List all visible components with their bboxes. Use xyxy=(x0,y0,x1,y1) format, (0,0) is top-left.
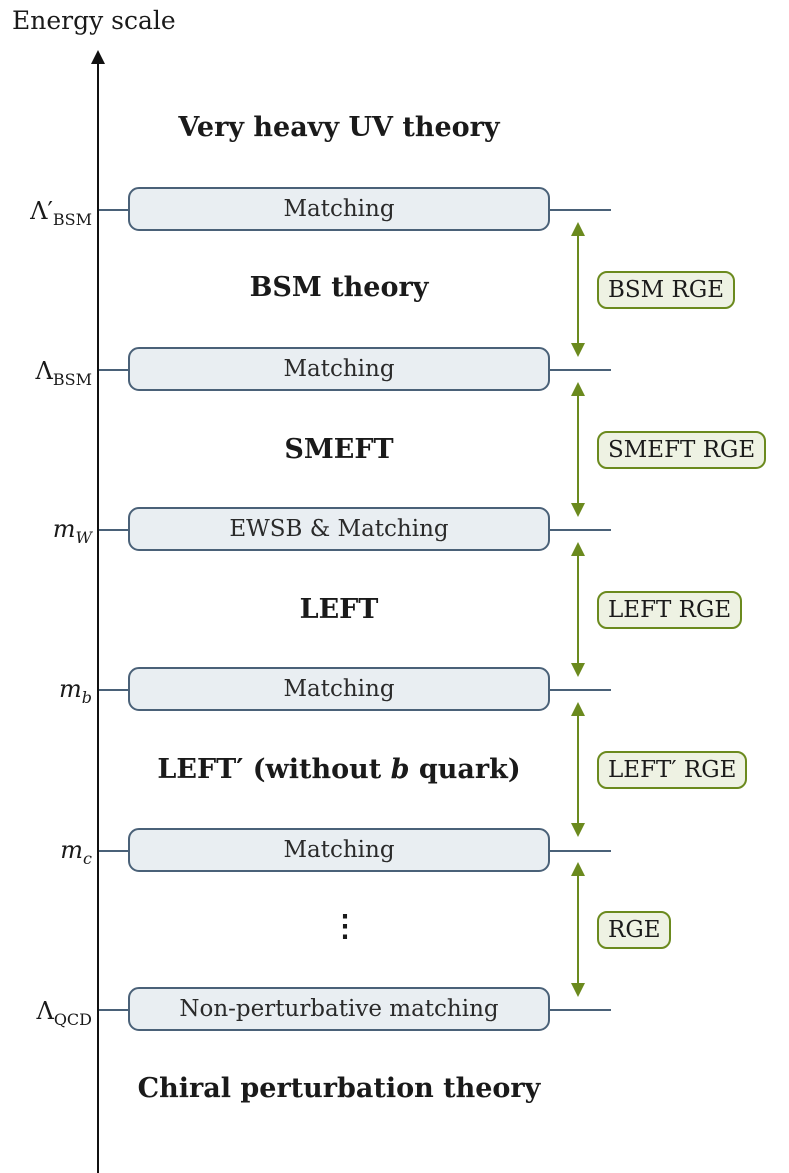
nonperturbative-matching-box-lambda-qcd: Non-perturbative matching xyxy=(128,987,550,1031)
axis-arrowhead xyxy=(91,50,105,64)
energy-axis xyxy=(97,58,99,1173)
ewsb-matching-box-mw: EWSB & Matching xyxy=(128,507,550,551)
theory-label-chiral-pt: Chiral perturbation theory xyxy=(137,1073,541,1104)
rge-label-left: LEFT RGE xyxy=(597,591,743,629)
scale-label-mc: mc xyxy=(60,836,92,868)
scale-label-mw: mW xyxy=(52,515,92,547)
scale-label-lambda-prime-bsm: Λ′BSM xyxy=(30,197,92,229)
rge-label-smeft: SMEFT RGE xyxy=(597,431,767,469)
theory-label-bsm: BSM theory xyxy=(249,272,429,303)
rge-label-left-prime: LEFT′ RGE xyxy=(597,751,748,789)
matching-box-lambda-bsm: Matching xyxy=(128,347,550,391)
theory-label-left: LEFT xyxy=(299,594,379,625)
theory-label-very-heavy-uv: Very heavy UV theory xyxy=(178,112,500,143)
scale-label-lambda-bsm: ΛBSM xyxy=(35,357,92,389)
scale-label-lambda-qcd: ΛQCD xyxy=(36,997,92,1029)
matching-box-mc: Matching xyxy=(128,828,550,872)
scale-label-mb: mb xyxy=(58,675,92,707)
matching-box-lambda-prime-bsm: Matching xyxy=(128,187,550,231)
rge-label-low: RGE xyxy=(597,911,672,949)
theory-label-left-prime: LEFT′ (without b quark) xyxy=(157,754,521,785)
rge-label-bsm: BSM RGE xyxy=(597,271,735,309)
theory-label-smeft: SMEFT xyxy=(284,434,394,465)
matching-box-mb: Matching xyxy=(128,667,550,711)
axis-title: Energy scale xyxy=(12,6,176,35)
